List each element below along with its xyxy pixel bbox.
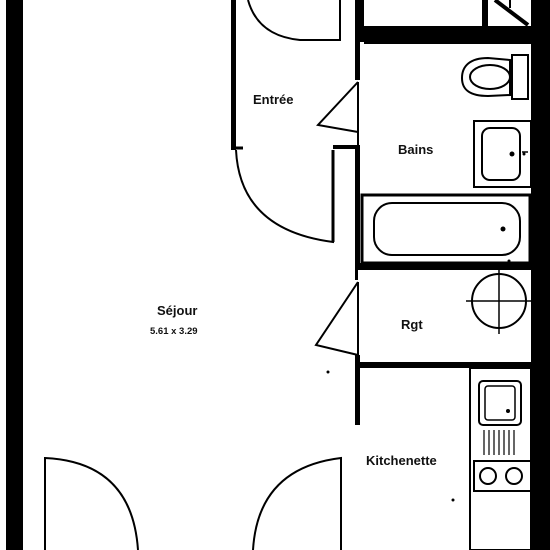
bath-left-wall-lower <box>355 145 360 270</box>
room-label-entree: Entrée <box>253 92 294 107</box>
room-label-rgt: Rgt <box>401 317 423 332</box>
toilet-tank <box>511 54 529 100</box>
bottom-door-right-swing <box>252 456 342 550</box>
cooktop-burner-left <box>479 467 497 485</box>
bathtub-basin <box>373 202 521 256</box>
top-cupboard-diagonal <box>493 0 530 27</box>
room-label-bains: Bains <box>398 142 434 157</box>
bath-mark <box>507 259 511 263</box>
toilet-seat <box>469 64 511 90</box>
entry-door-bottom-swing <box>235 149 334 244</box>
storage-left-wall-a <box>355 270 358 280</box>
bath-left-wall-upper <box>355 42 360 80</box>
room-label-sejour: Séjour <box>157 303 198 318</box>
kitchen-sink-drain <box>506 409 510 413</box>
bathtub-drain <box>500 226 506 232</box>
rgt-door-swing <box>314 281 359 356</box>
washbasin-drain <box>509 151 515 157</box>
bath-storage-divider <box>358 263 531 270</box>
left-exterior-wall <box>6 0 23 550</box>
kitchen-sink-inner <box>484 385 516 421</box>
entry-door-top-swing <box>247 0 341 41</box>
bath-tap-mark <box>522 152 526 156</box>
right-exterior-wall <box>531 0 550 550</box>
washbasin-bowl <box>481 127 521 181</box>
bath-door-swing <box>316 81 359 133</box>
top-cupboard-wall <box>364 26 531 44</box>
hall-right-wall <box>355 0 364 42</box>
toilet-bowl <box>460 56 511 98</box>
kitchen-dot <box>451 498 455 502</box>
bottom-door-left-swing <box>44 456 139 550</box>
cooktop <box>473 460 532 492</box>
hall-left-wall-top <box>231 0 236 150</box>
room-dimensions-sejour: 5.61 x 3.29 <box>150 326 198 337</box>
sejour-mark <box>326 370 330 374</box>
entry-bath-partition <box>333 145 360 149</box>
room-label-kitchenette: Kitchenette <box>366 453 437 468</box>
cooktop-burner-right <box>505 467 523 485</box>
storage-kitchen-divider <box>358 362 531 368</box>
kitchen-drainboard <box>483 430 515 455</box>
storage-left-wall-b <box>355 355 360 425</box>
